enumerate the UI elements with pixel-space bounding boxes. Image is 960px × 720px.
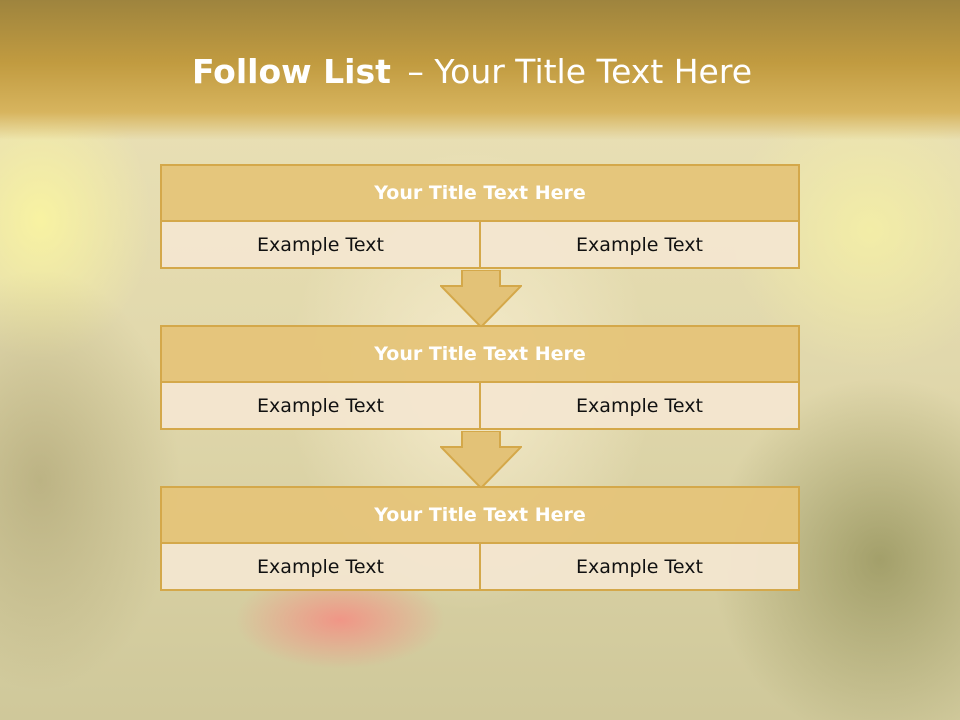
list-block-1: Your Title Text Here Example Text Exampl… [160,164,800,269]
down-arrow-icon [440,270,522,328]
slide-title-bold: Follow List [191,52,391,91]
list-block-3: Your Title Text Here Example Text Exampl… [160,486,800,591]
block-cell-right: Example Text [479,222,798,267]
block-cell-left: Example Text [162,383,479,428]
down-arrow-icon [440,431,522,489]
block-cell-left: Example Text [162,222,479,267]
block-cell-right: Example Text [479,544,798,589]
slide-title-rest: – Your Title Text Here [407,52,753,91]
block-cell-right: Example Text [479,383,798,428]
title-bar [0,0,960,140]
block-row: Example Text Example Text [162,222,798,267]
list-block-2: Your Title Text Here Example Text Exampl… [160,325,800,430]
block-cell-left: Example Text [162,544,479,589]
block-row: Example Text Example Text [162,383,798,428]
block-row: Example Text Example Text [162,544,798,589]
slide-title: Follow List – Your Title Text Here [0,52,944,91]
block-title: Your Title Text Here [162,166,798,222]
block-title: Your Title Text Here [162,327,798,383]
block-title: Your Title Text Here [162,488,798,544]
